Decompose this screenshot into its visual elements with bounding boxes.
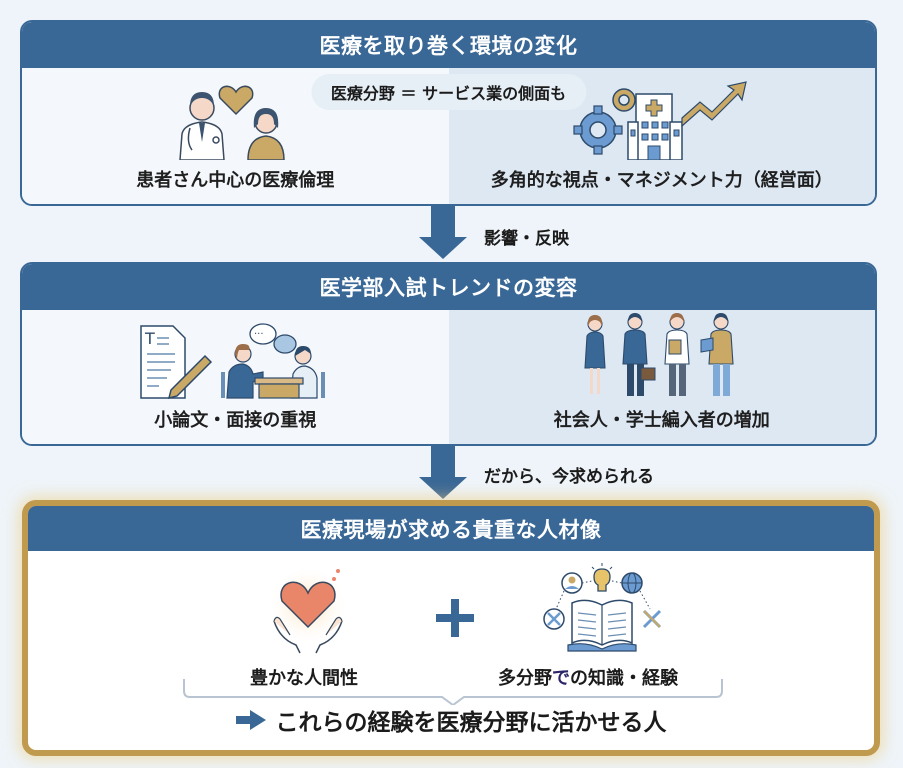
caption-multidisciplinary: 多分野での知識・経験 <box>498 664 678 690</box>
section-title: 医療現場が求める貴重な人材像 <box>28 506 874 551</box>
panel-working-adults: 社会人・学士編入者の増加 <box>448 310 875 444</box>
section-title: 医学部入試トレンドの変容 <box>22 264 875 310</box>
doctor-patient-heart-icon <box>179 85 286 160</box>
caption-humanity: 豊かな人間性 <box>250 668 358 689</box>
essay-interview-icon: T ··· <box>140 323 326 400</box>
hospital-gears-growth-icon <box>573 81 747 160</box>
section-environment-change: 医療を取り巻く環境の変化 医療分野 ＝ サービス業の側面も 患者さん中心の医療倫… <box>20 20 877 206</box>
bracket-connector <box>183 679 723 705</box>
section-admission-trends: 医学部入試トレンドの変容 T ··· <box>20 262 877 446</box>
working-adults-icon <box>584 313 734 396</box>
caption-working-adults: 社会人・学士編入者の増加 <box>553 410 770 431</box>
result-text: これらの経験を医療分野に活かせる人 <box>275 710 667 736</box>
caption-patient-ethics: 患者さん中心の医療倫理 <box>136 170 335 191</box>
caption-part: の知識・経験 <box>570 668 678 689</box>
service-industry-pill: 医療分野 ＝ サービス業の側面も <box>310 74 587 110</box>
influence-label: 影響・反映 <box>484 229 569 249</box>
right-arrow-icon <box>235 710 266 730</box>
heart-in-hands-icon <box>268 569 348 654</box>
section-title: 医療を取り巻く環境の変化 <box>22 22 875 68</box>
svg-text:···: ··· <box>254 329 264 340</box>
caption-essay-interview: 小論文・面接の重視 <box>154 410 317 431</box>
therefore-label: だから、今求められる <box>484 467 654 487</box>
caption-management: 多角的な視点・マネジメント力（経営面） <box>490 170 833 191</box>
down-arrow-icon <box>419 205 467 259</box>
svg-text:T: T <box>144 329 155 348</box>
open-book-knowledge-icon <box>543 563 662 652</box>
result-statement: これらの経験を医療分野に活かせる人 <box>28 703 874 737</box>
panel-essay-interview: T ··· <box>22 310 449 444</box>
down-arrow-icon <box>419 445 467 499</box>
section-ideal-talent: 医療現場が求める貴重な人材像 <box>22 500 880 756</box>
caption-part: 多分野 <box>498 668 552 689</box>
plus-icon <box>436 599 474 637</box>
caption-part-accent: で <box>552 668 570 689</box>
